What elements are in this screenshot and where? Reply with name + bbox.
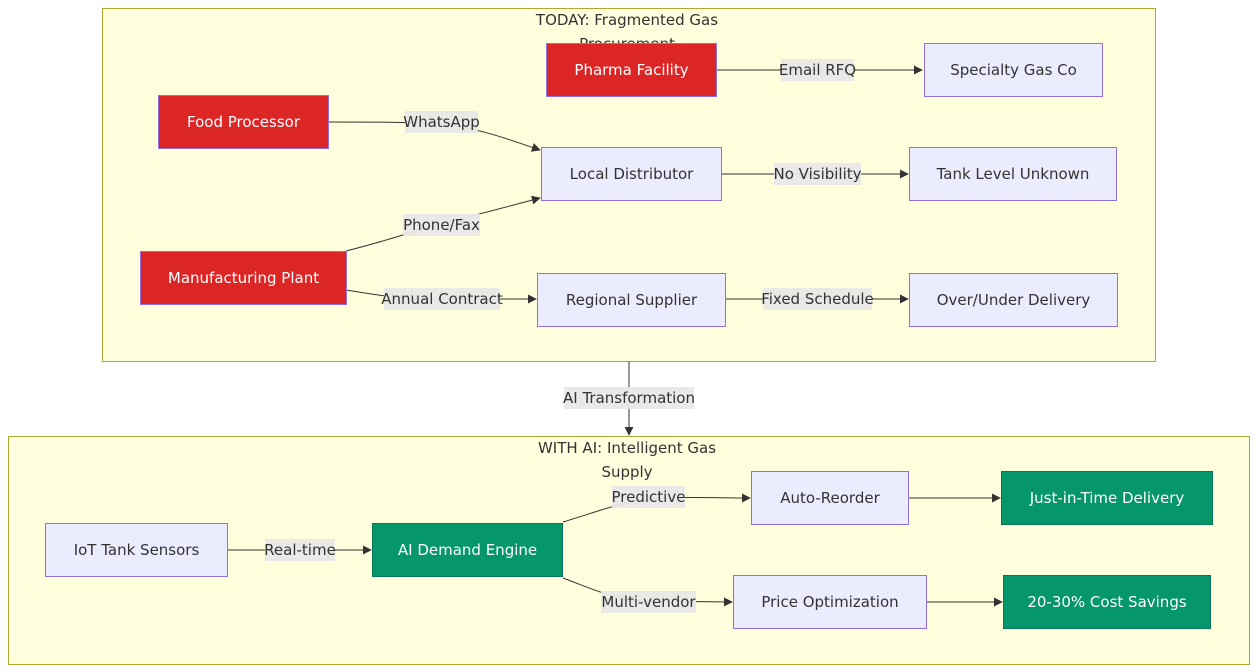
node-over-under-delivery[interactable]: Over/Under Delivery (909, 273, 1118, 327)
edge-label-ai-transformation-text: AI Transformation (563, 389, 695, 407)
node-just-in-time-delivery[interactable]: Just-in-Time Delivery (1001, 471, 1213, 525)
node-auto-reorder[interactable]: Auto-Reorder (751, 471, 909, 525)
node-food-processor[interactable]: Food Processor (158, 95, 329, 149)
node-local-distributor[interactable]: Local Distributor (541, 147, 722, 201)
edge-label-whatsapp: WhatsApp (403, 111, 480, 133)
node-regional-supplier-label: Regional Supplier (566, 291, 698, 309)
edge-label-predictive: Predictive (612, 486, 686, 508)
node-food-processor-label: Food Processor (187, 113, 301, 131)
node-just-in-time-delivery-label: Just-in-Time Delivery (1029, 489, 1185, 507)
edge-label-predictive-text: Predictive (612, 488, 686, 506)
node-tank-level-unknown[interactable]: Tank Level Unknown (909, 147, 1117, 201)
edge-label-fixed-schedule-text: Fixed Schedule (761, 290, 874, 308)
node-tank-level-unknown-label: Tank Level Unknown (936, 165, 1090, 183)
node-specialty-gas-co-label: Specialty Gas Co (950, 61, 1077, 79)
edge-labels: Email RFQ WhatsApp Phone/Fax No Visibili… (264, 59, 874, 613)
node-pharma-facility[interactable]: Pharma Facility (546, 43, 717, 97)
cluster-with-ai-title-line1: WITH AI: Intelligent Gas (538, 439, 716, 457)
node-iot-tank-sensors[interactable]: IoT Tank Sensors (45, 523, 228, 577)
node-local-distributor-label: Local Distributor (570, 165, 694, 183)
node-manufacturing-plant-label: Manufacturing Plant (168, 269, 319, 287)
edge-label-whatsapp-text: WhatsApp (403, 113, 480, 131)
node-over-under-delivery-label: Over/Under Delivery (937, 291, 1091, 309)
edge-label-email-rfq: Email RFQ (779, 59, 856, 81)
edge-label-fixed-schedule: Fixed Schedule (761, 288, 874, 310)
edge-label-no-visibility-text: No Visibility (773, 165, 861, 183)
node-specialty-gas-co[interactable]: Specialty Gas Co (924, 43, 1103, 97)
edge-label-phone-fax: Phone/Fax (403, 214, 480, 236)
edge-label-annual-contract: Annual Contract (381, 288, 503, 310)
edge-label-phone-fax-text: Phone/Fax (403, 216, 480, 234)
edge-label-multi-vendor: Multi-vendor (601, 591, 696, 613)
edge-label-real-time: Real-time (264, 539, 336, 561)
node-cost-savings[interactable]: 20-30% Cost Savings (1003, 575, 1211, 629)
cluster-today-title-line1: TODAY: Fragmented Gas (535, 11, 718, 29)
cluster-with-ai-title-line2: Supply (601, 463, 652, 481)
node-ai-demand-engine[interactable]: AI Demand Engine (372, 523, 563, 577)
node-iot-tank-sensors-label: IoT Tank Sensors (74, 541, 200, 559)
node-price-optimization[interactable]: Price Optimization (733, 575, 927, 629)
edge-label-ai-transformation: AI Transformation (563, 387, 695, 409)
edge-label-multi-vendor-text: Multi-vendor (601, 593, 696, 611)
node-price-optimization-label: Price Optimization (761, 593, 898, 611)
edge-label-no-visibility: No Visibility (773, 163, 862, 185)
node-pharma-facility-label: Pharma Facility (574, 61, 688, 79)
node-cost-savings-label: 20-30% Cost Savings (1027, 593, 1187, 611)
node-regional-supplier[interactable]: Regional Supplier (537, 273, 726, 327)
edge-label-annual-contract-text: Annual Contract (381, 290, 503, 308)
edge-label-email-rfq-text: Email RFQ (779, 61, 856, 79)
node-manufacturing-plant[interactable]: Manufacturing Plant (140, 251, 347, 305)
node-auto-reorder-label: Auto-Reorder (780, 489, 880, 507)
edge-label-real-time-text: Real-time (264, 541, 336, 559)
node-ai-demand-engine-label: AI Demand Engine (398, 541, 537, 559)
